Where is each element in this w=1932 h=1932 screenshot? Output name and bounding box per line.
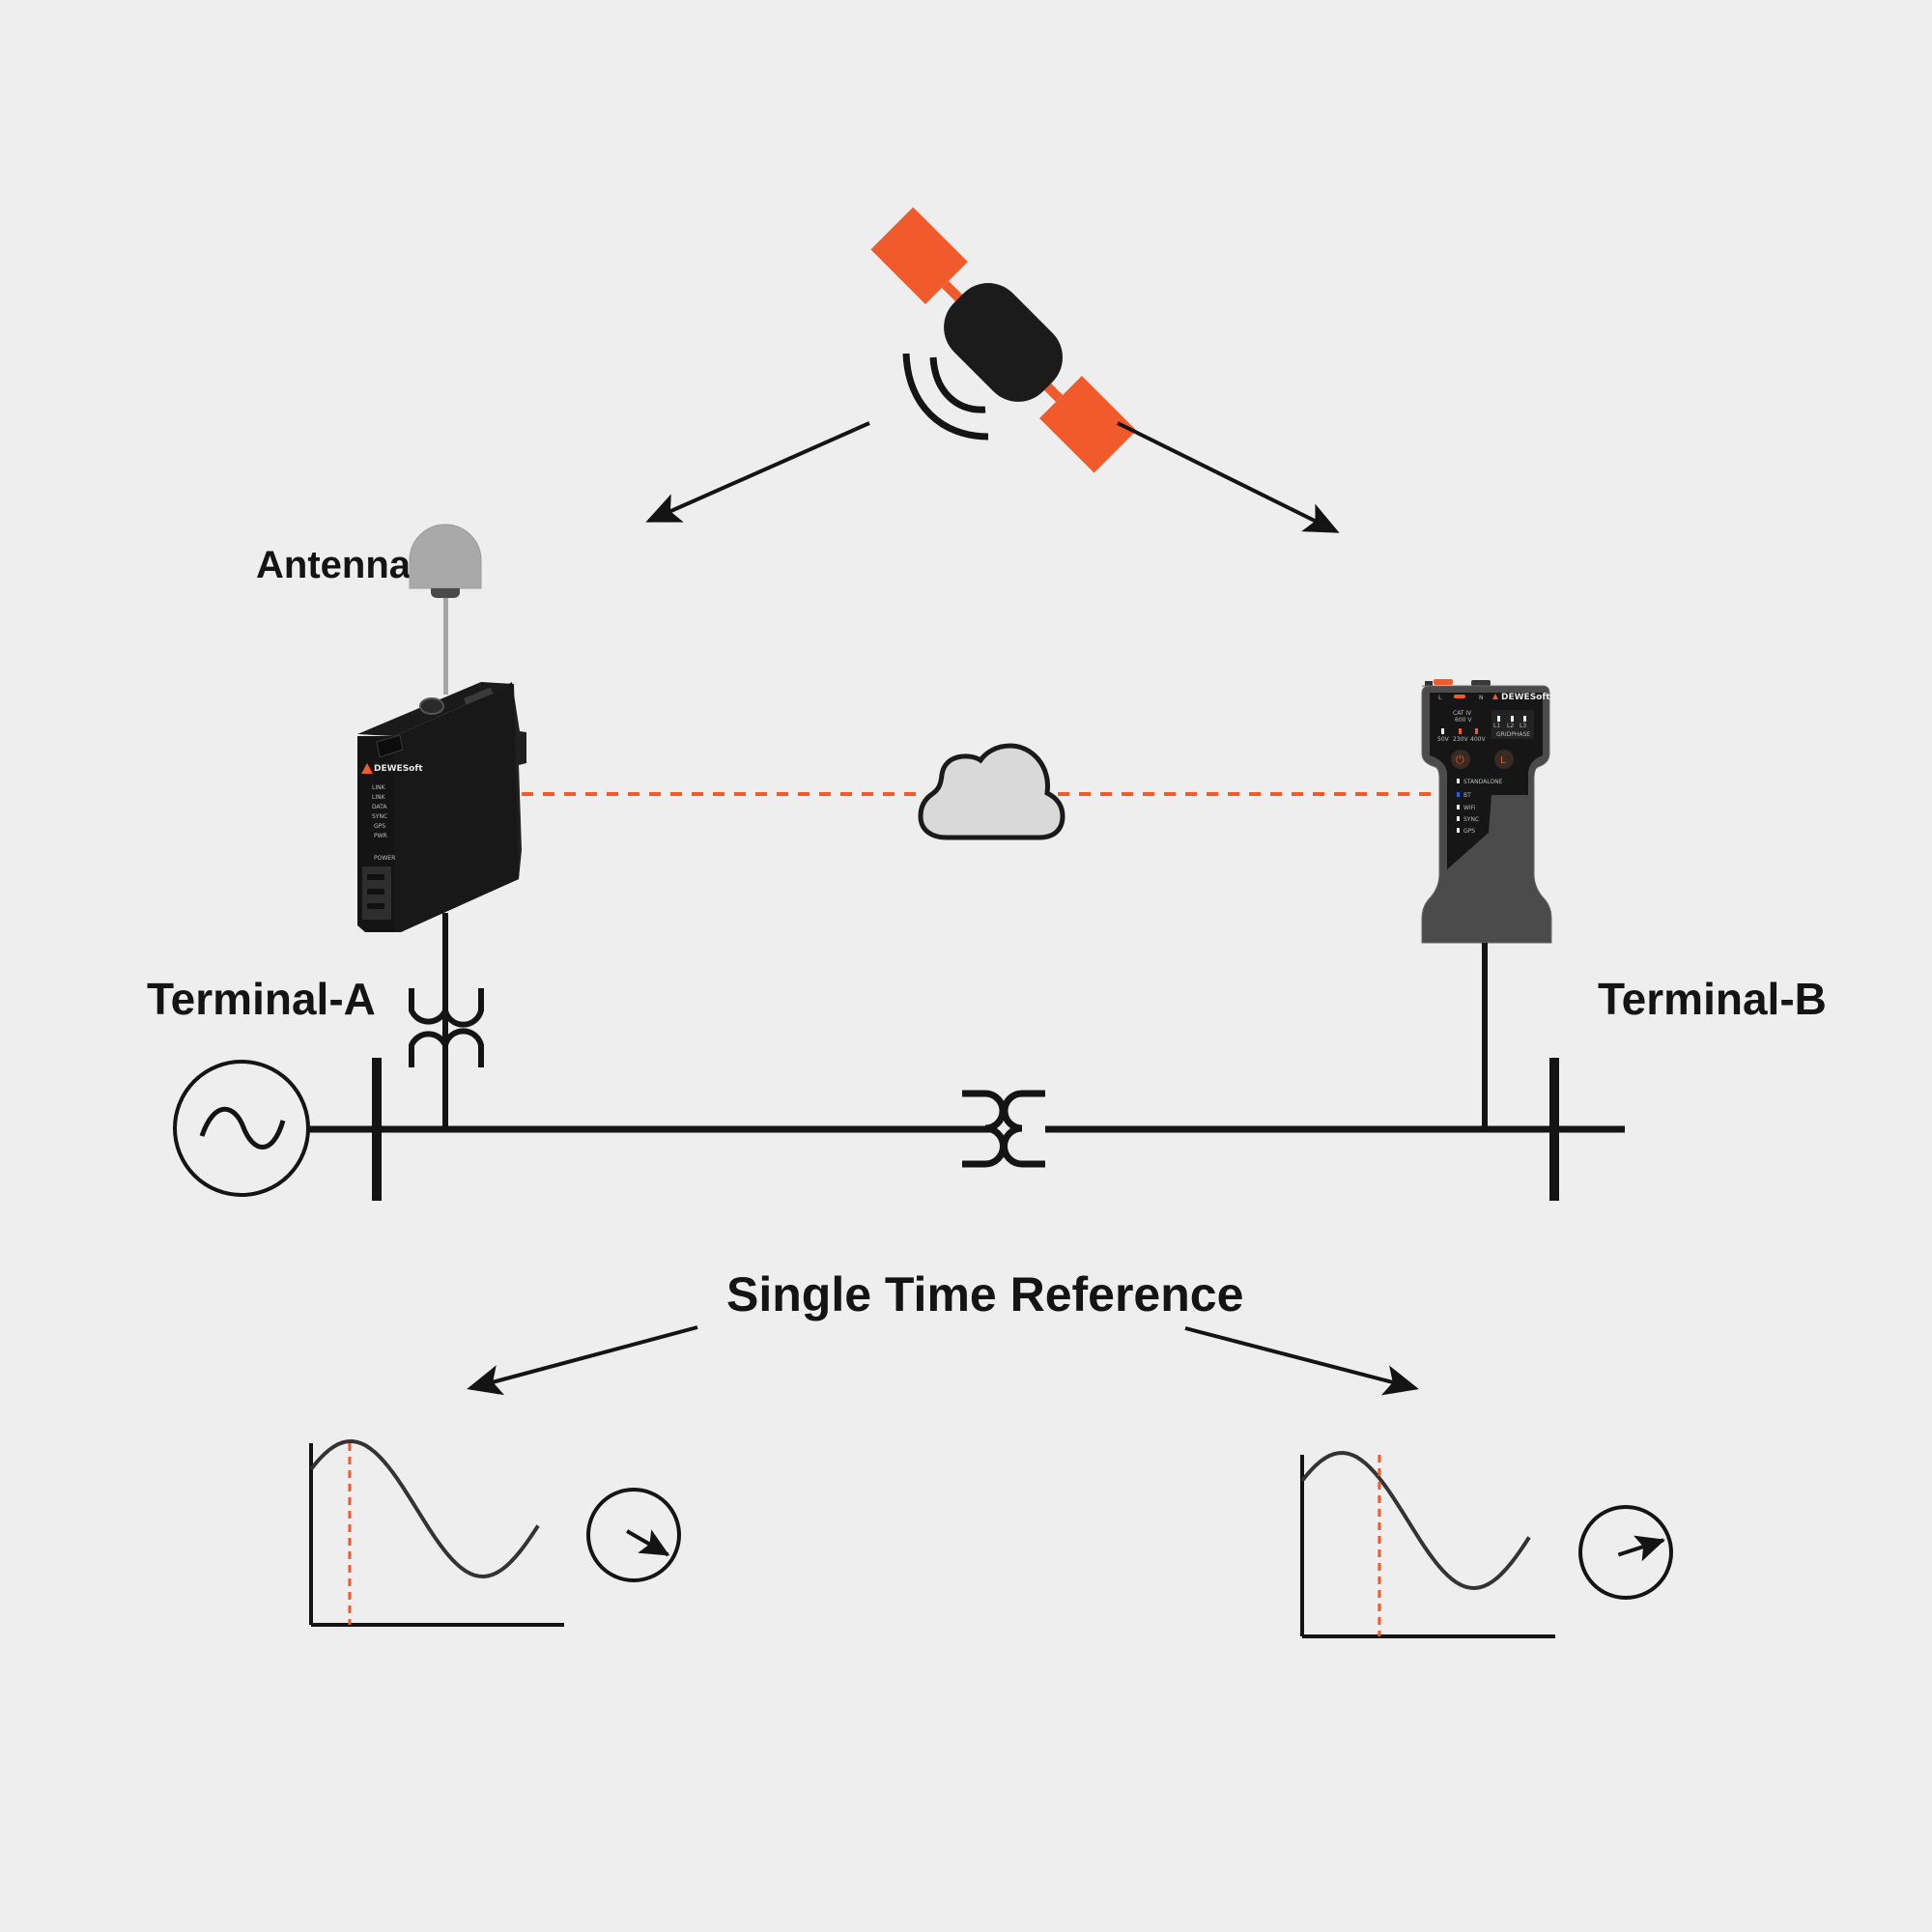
svg-text:CAT IV: CAT IV: [1453, 710, 1472, 717]
sine-wave: [1300, 1450, 1531, 1591]
svg-text:400V: 400V: [1470, 736, 1486, 743]
device-b-top-button: [1434, 679, 1453, 685]
signal-wave-inner: [929, 356, 986, 413]
terminal-a-waveform: [309, 1438, 681, 1627]
svg-text:SYNC: SYNC: [372, 813, 387, 820]
device-b-status-leds: STANDALONE BT WiFi SYNC GPS: [1457, 779, 1503, 835]
solar-panel-left: [870, 207, 968, 304]
antenna-label: Antenna: [256, 544, 412, 586]
ac-generator-icon: [173, 1060, 310, 1197]
sine-wave: [309, 1438, 540, 1579]
svg-text:GPS: GPS: [374, 823, 385, 830]
svg-text:STANDALONE: STANDALONE: [1463, 779, 1503, 785]
time-ref-arrow-right: [1184, 1326, 1419, 1396]
svg-text:L: L: [1438, 695, 1442, 701]
device-terminal-a: DEWESoft LINK LINK DATA SYNC GPS PWR POW…: [357, 682, 526, 932]
satellite-icon: [870, 207, 1137, 473]
power-icon: ⏻: [1456, 753, 1464, 766]
signal-wave-outer: [902, 353, 989, 440]
function-button: [1494, 750, 1514, 769]
svg-text:POWER: POWER: [374, 855, 395, 862]
device-b-phase-leds: L1 L2 L3 GRIDPHASE: [1492, 710, 1534, 739]
terminal-b-label: Terminal-B: [1598, 974, 1827, 1024]
transformer-icon: [962, 1090, 1045, 1168]
antenna-cable: [443, 598, 448, 695]
single-line-diagram: [173, 913, 1625, 1201]
svg-text:PWR: PWR: [374, 833, 387, 839]
power-button: [1451, 750, 1470, 769]
svg-text:L3: L3: [1520, 723, 1526, 729]
svg-text:50V: 50V: [1437, 736, 1450, 743]
time-reference-label: Single Time Reference: [726, 1267, 1243, 1321]
sine-glyph: [199, 1106, 286, 1150]
cloud-icon: [918, 743, 1065, 840]
svg-text:L2: L2: [1507, 723, 1514, 729]
gps-antenna-icon: [409, 524, 482, 695]
antenna-connector: [419, 697, 444, 715]
svg-text:L1: L1: [1493, 723, 1500, 729]
device-b-brand: DEWESoft: [1501, 693, 1550, 702]
dewesoft-logo-icon: [1492, 694, 1498, 699]
terminal-a-label: Terminal-A: [147, 974, 376, 1024]
solar-panel-right: [1039, 376, 1137, 473]
device-b-range-leds: 50V 230V 400V: [1437, 728, 1486, 743]
svg-text:SYNC: SYNC: [1463, 816, 1479, 823]
function-icon: L: [1500, 755, 1506, 766]
satellite-body: [944, 283, 1063, 402]
svg-text:GPS: GPS: [1463, 828, 1475, 835]
time-ref-arrow-left: [467, 1325, 698, 1396]
device-a-brand: DEWESoft: [374, 764, 423, 774]
dewesoft-logo-icon: [361, 763, 373, 774]
device-terminal-b: L N CAT IV 600 V DEWESoft 50V 230V 400V …: [1421, 679, 1552, 944]
terminal-b-waveform: [1300, 1450, 1673, 1638]
satellite-arrow-right: [1117, 421, 1340, 533]
phasor-arrow: [1617, 1535, 1665, 1562]
phasor-dial-icon: [1578, 1505, 1673, 1600]
svg-text:BT: BT: [1463, 792, 1471, 799]
svg-text:230V: 230V: [1453, 736, 1468, 743]
svg-text:WiFi: WiFi: [1463, 805, 1475, 811]
svg-text:LINK: LINK: [372, 794, 386, 801]
satellite-arrow-left: [645, 421, 870, 523]
svg-text:N: N: [1479, 695, 1484, 701]
svg-text:DATA: DATA: [372, 804, 387, 810]
svg-text:GRIDPHASE: GRIDPHASE: [1496, 731, 1530, 738]
phasor-arrow: [626, 1529, 670, 1557]
svg-text:LINK: LINK: [372, 784, 386, 791]
transformer-icon: [409, 988, 484, 1067]
device-a-led-list: LINK LINK DATA SYNC GPS PWR POWER: [372, 784, 395, 862]
svg-text:600 V: 600 V: [1455, 717, 1472, 724]
phasor-dial-icon: [586, 1488, 681, 1582]
